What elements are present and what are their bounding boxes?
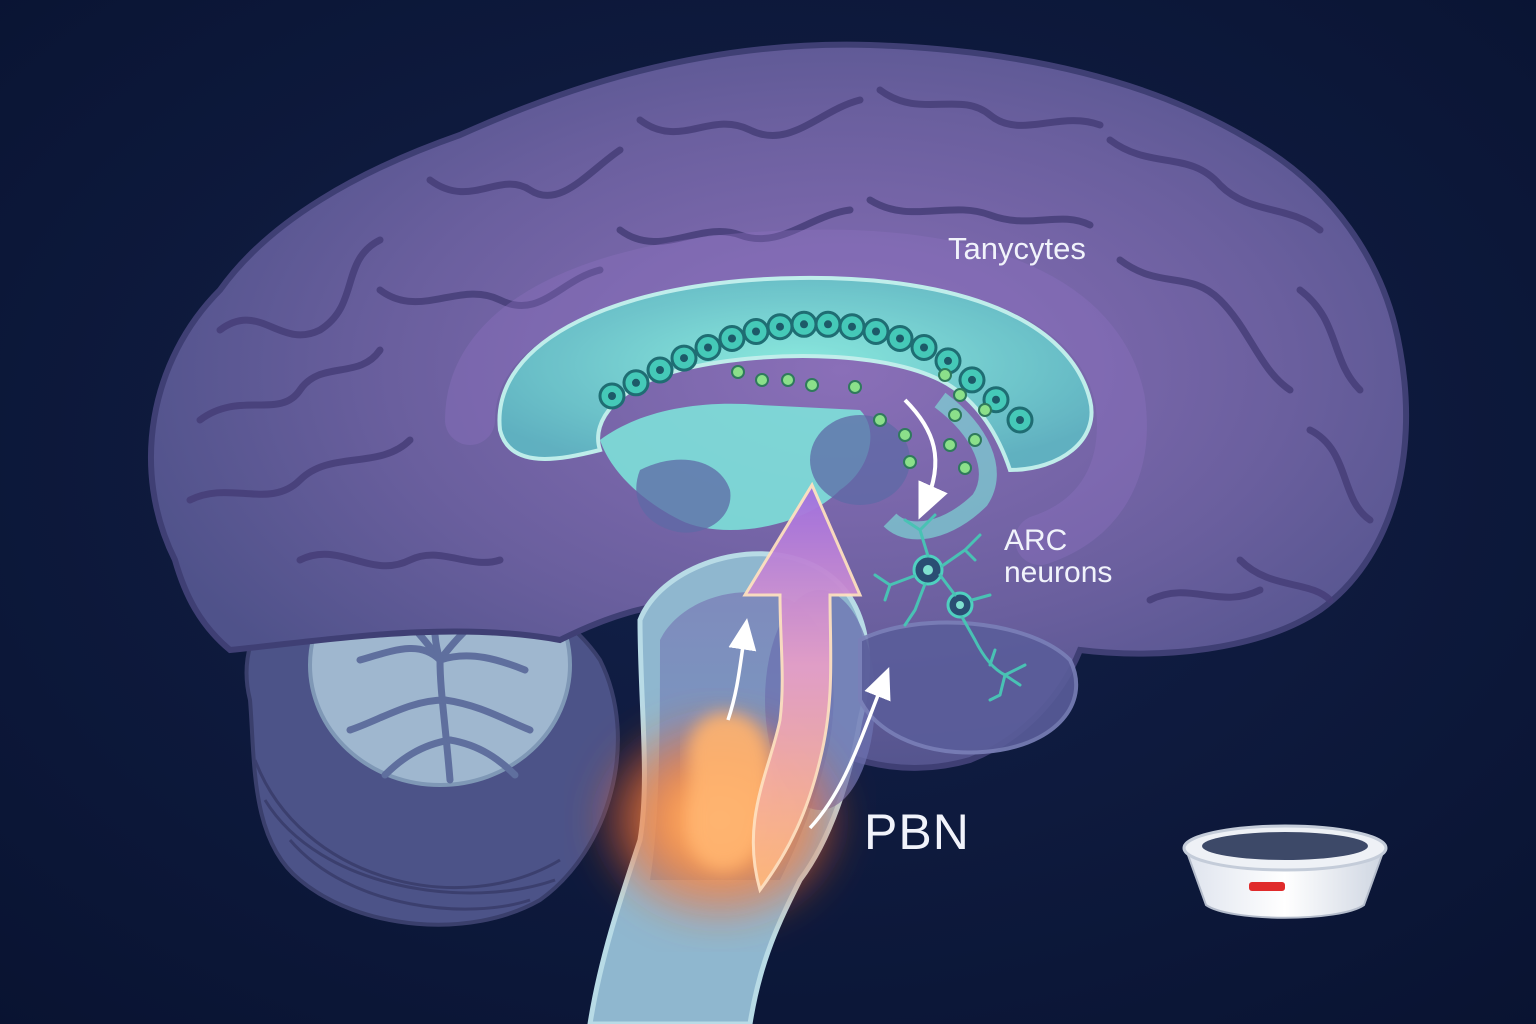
ascending-signal-arrow <box>742 481 863 894</box>
label-arc-line2: neurons <box>1004 555 1113 589</box>
tanycyte-nucleus <box>800 320 808 329</box>
signal-dots <box>731 365 992 475</box>
tanycyte-nucleus <box>656 366 664 374</box>
ascending-arrow-small <box>726 618 757 721</box>
tanycyte-nucleus <box>1016 416 1024 424</box>
signal-dot <box>848 380 862 394</box>
tanycyte-nucleus <box>704 343 712 352</box>
tanycyte-to-arc-arrow <box>903 398 948 520</box>
signal-dot <box>731 365 745 379</box>
signal-dot <box>978 403 992 417</box>
signal-dot <box>938 368 952 382</box>
tanycyte-nucleus <box>992 395 1000 404</box>
tanycyte-nucleus <box>776 322 784 331</box>
signal-dot <box>943 438 957 452</box>
signal-dot <box>948 408 962 422</box>
ventricle <box>497 275 1094 540</box>
signal-dot <box>873 413 887 427</box>
tanycyte-nucleus <box>632 378 640 387</box>
signal-dot <box>898 428 912 442</box>
tanycyte-nucleus <box>680 354 688 363</box>
label-arc-neurons: ARC neurons <box>1004 525 1112 588</box>
tanycyte-nucleus <box>752 327 760 336</box>
tanycyte-nucleus <box>896 334 904 343</box>
empty-food-bowl-icon <box>1182 824 1388 919</box>
tanycyte-nucleus <box>920 343 928 352</box>
signal-dot <box>968 433 982 447</box>
signal-dot <box>805 378 819 392</box>
signal-dot <box>755 373 769 387</box>
tanycyte-nucleus <box>968 375 976 384</box>
bowl-stripe <box>1249 882 1285 891</box>
tanycyte-nucleus <box>608 392 616 400</box>
tanycyte-nucleus <box>944 356 952 365</box>
arc-neurons <box>873 513 1027 702</box>
label-arc-line1: ARC <box>1004 524 1068 557</box>
tanycyte-nucleus <box>848 322 856 331</box>
tanycyte-cell-row <box>598 310 1034 434</box>
signal-dot <box>953 388 967 402</box>
tanycyte-nucleus <box>728 334 736 343</box>
label-tanycytes: Tanycytes <box>948 231 1086 266</box>
tanycyte-nucleus <box>824 320 832 329</box>
ascending-arrow-right <box>808 667 891 830</box>
tanycyte-nucleus <box>872 327 880 336</box>
signal-dot <box>958 461 972 475</box>
pbn-nucleus <box>688 712 770 870</box>
signal-dot <box>903 455 917 469</box>
signal-dot <box>781 373 795 387</box>
label-pbn: PBN <box>864 804 970 860</box>
